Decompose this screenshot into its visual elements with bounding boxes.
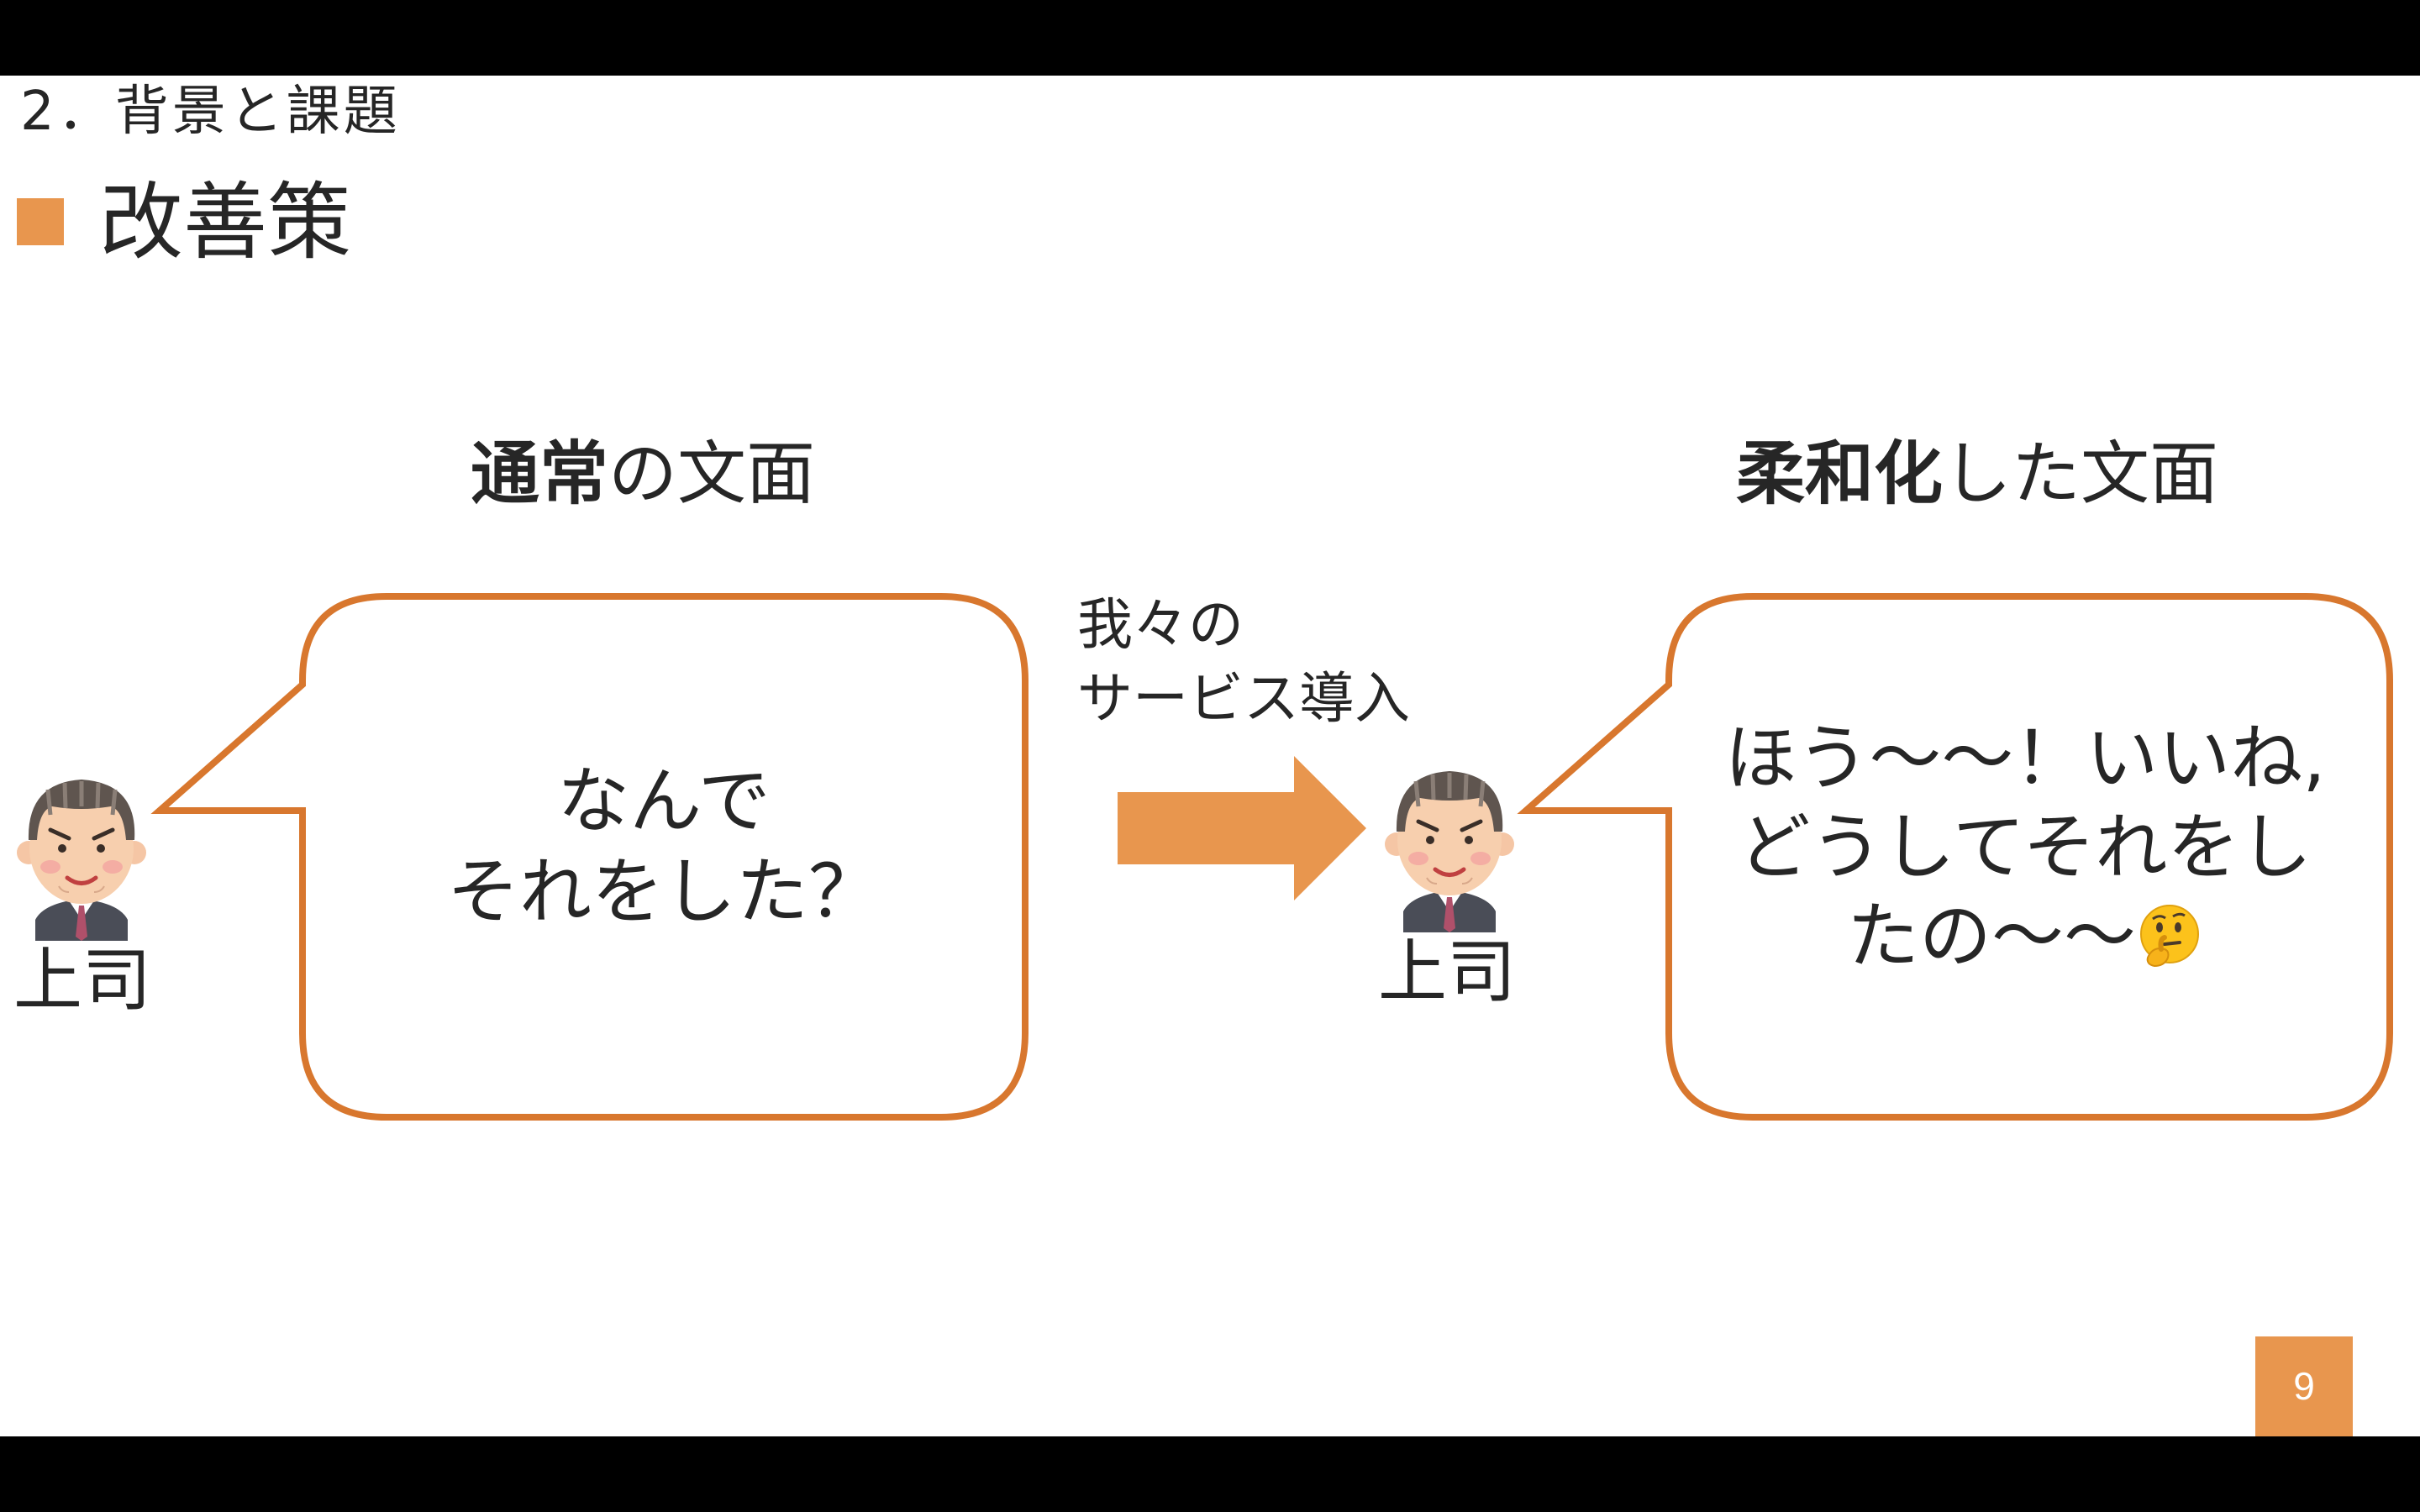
bubble-right-line-3: たの〜〜	[1672, 892, 2378, 981]
caption-normal-bold: 通常	[471, 434, 609, 514]
caption-normal-rest: の文面	[608, 434, 816, 514]
bubble-text-right: ほう〜〜！いいね, どうしてそれをし たの〜〜	[1672, 714, 2378, 981]
speech-bubble-left	[150, 593, 1028, 1121]
service-label-line-1: 我々の	[1077, 592, 1244, 657]
bubble-right-line-2: どうしてそれをし	[1738, 806, 2312, 890]
right-arrow-icon	[1118, 756, 1366, 900]
page-number-badge: 9	[2255, 1336, 2353, 1436]
caption-softened-rest: した文面	[1943, 434, 2219, 514]
speaker-label-right: 上司	[1378, 932, 1517, 1012]
caption-softened-bold: 柔和化	[1736, 434, 1944, 514]
slide: 2．背景と課題 改善策 通常の文面 柔和化した文面 なんで それをした？ ほう〜…	[0, 76, 2420, 1436]
heading-bullet-square	[17, 198, 64, 245]
caption-normal-text: 通常の文面	[471, 433, 815, 517]
speech-bubbles	[150, 593, 2393, 1121]
thinking-face-icon	[2140, 905, 2199, 968]
section-label: 2．背景と課題	[20, 81, 401, 143]
speaker-label-left: 上司	[13, 941, 152, 1021]
bubble-left-line-2: それをした？	[447, 850, 881, 934]
bubble-left-line-1: なんで	[557, 759, 771, 843]
boss-avatar-icon	[17, 780, 146, 941]
boss-avatar-icon	[1385, 771, 1514, 932]
slide-heading: 改善策	[99, 173, 351, 271]
caption-softened-text: 柔和化した文面	[1736, 433, 2218, 517]
speech-bubble-right	[1517, 593, 2393, 1121]
bubble-right-line-1: ほう〜〜！いいね,	[1724, 717, 2326, 801]
bubble-text-left: なんで それをした？	[302, 756, 1025, 937]
bubble-right-line-3-text: たの〜〜	[1847, 895, 2136, 979]
service-introduction-label: 我々の サービス導入	[1077, 588, 1410, 736]
service-label-line-2: サービス導入	[1077, 666, 1410, 731]
